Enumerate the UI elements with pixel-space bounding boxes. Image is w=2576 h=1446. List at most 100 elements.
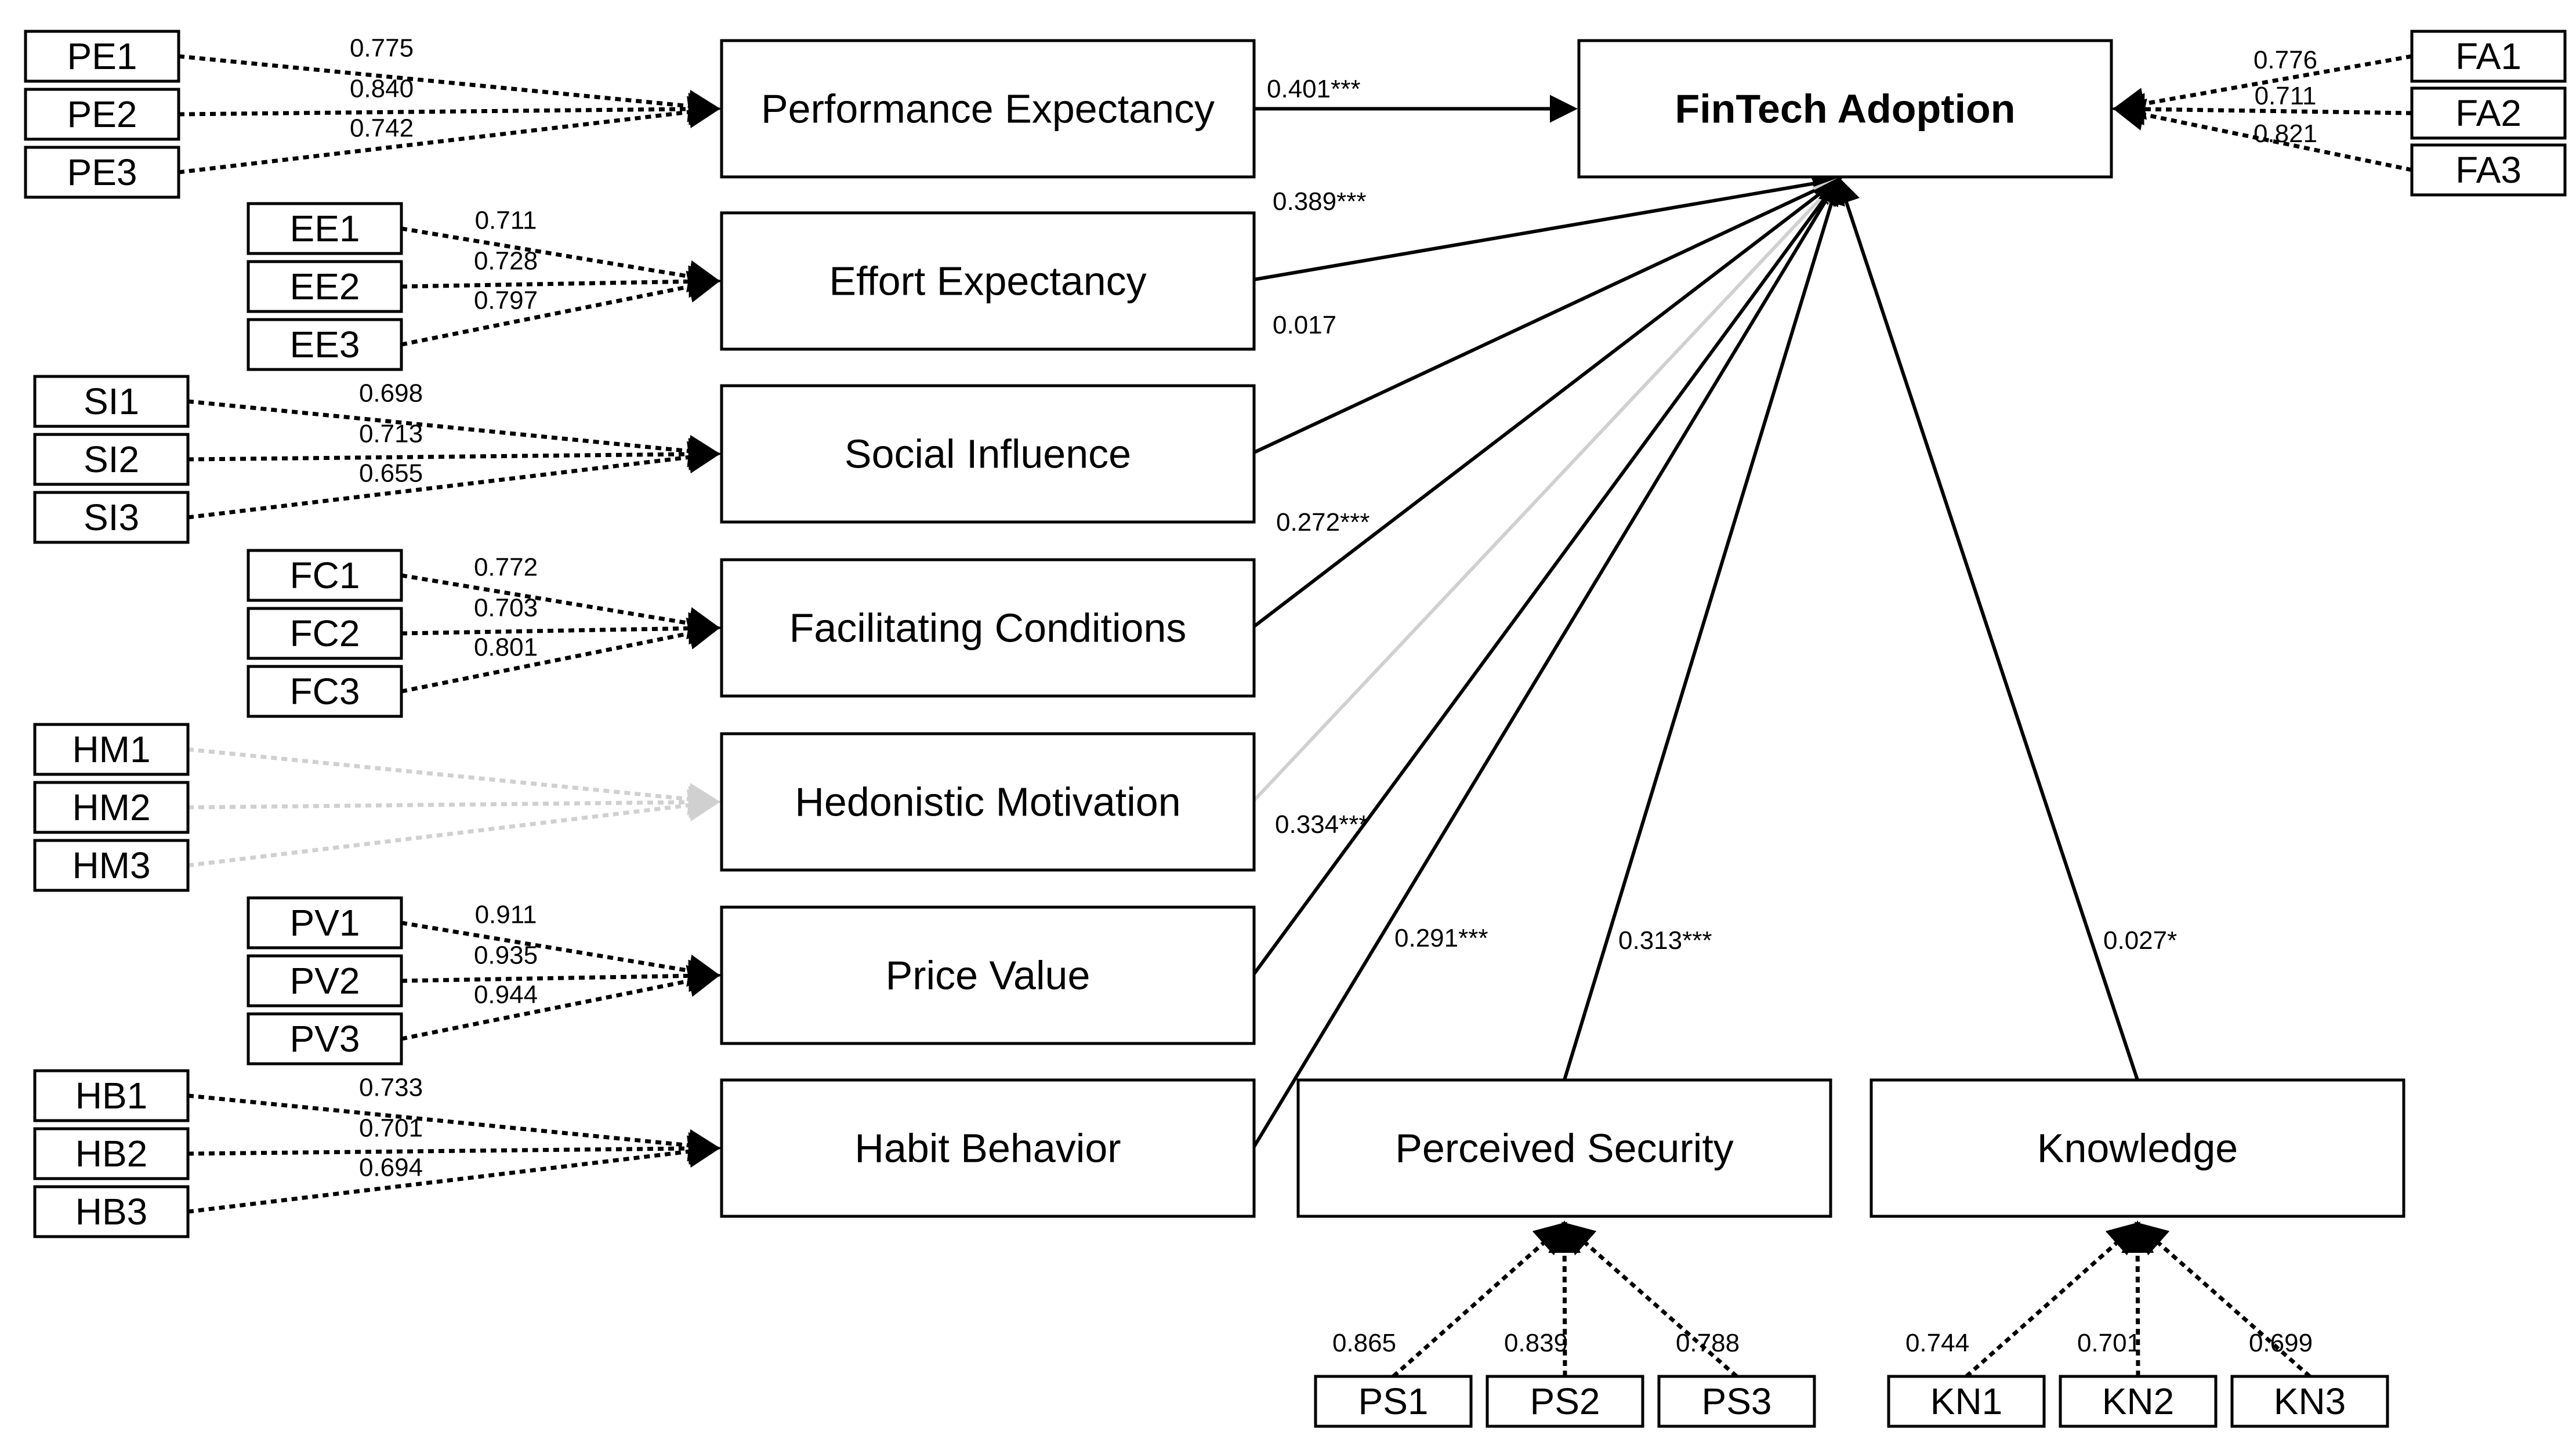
loading-ps1: 0.865: [1332, 1329, 1396, 1357]
indicator-si3: [33, 491, 190, 544]
path-coefficient-hb: 0.291***: [1394, 924, 1488, 952]
loading-fc3: 0.801: [474, 633, 538, 662]
indicator-fa2: [2410, 86, 2567, 140]
loading-kn2: 0.701: [2077, 1329, 2141, 1357]
indicator-hm3-label: HM3: [72, 845, 150, 886]
loading-pe2: 0.840: [350, 75, 414, 103]
indicator-hm1: [33, 723, 190, 776]
indicator-pe3: [24, 146, 180, 199]
loading-hb1: 0.733: [359, 1074, 423, 1102]
structural-path-fc: [1253, 177, 1842, 628]
indicator-pe1: [24, 30, 180, 83]
loading-path-fc1: [401, 573, 721, 640]
indicator-si3-label: SI3: [84, 497, 139, 538]
construct-fc-label: Facilitating Conditions: [789, 606, 1187, 651]
loading-ee2: 0.728: [474, 247, 538, 276]
loading-path-hb1: [187, 1093, 721, 1162]
structural-path-kn: [1833, 176, 2139, 1081]
loading-fa3: 0.821: [2253, 119, 2317, 148]
path-coefficient-pv: 0.334***: [1275, 810, 1368, 839]
loading-path-ps1: [1392, 1222, 1568, 1378]
indicator-ee2: [247, 260, 403, 313]
loading-path-pv3: [401, 965, 721, 1041]
loading-path-fc2: [401, 612, 721, 645]
indicator-fa2-label: FA2: [2455, 92, 2521, 134]
loading-kn3: 0.699: [2249, 1329, 2313, 1357]
structural-path-pv: [1252, 176, 1841, 975]
loading-fc2: 0.703: [474, 594, 538, 622]
construct-kn-label: Knowledge: [2037, 1126, 2238, 1171]
loading-ee1: 0.711: [475, 206, 537, 235]
indicator-ps2-label: PS2: [1530, 1380, 1600, 1422]
indicator-kn3-label: KN3: [2274, 1380, 2346, 1422]
construct-pv: [720, 905, 1256, 1045]
indicator-kn2: [2059, 1375, 2218, 1428]
loading-path-hb2: [187, 1132, 721, 1165]
indicator-hm2: [33, 781, 190, 834]
construct-pv-label: Price Value: [886, 953, 1090, 998]
loading-pe3: 0.742: [350, 114, 414, 143]
indicator-ee3: [247, 318, 403, 371]
construct-ee: [720, 211, 1256, 351]
indicator-si2: [33, 433, 190, 486]
loading-kn1: 0.744: [1905, 1329, 1969, 1357]
construct-si-label: Social Influence: [845, 432, 1131, 477]
indicator-pv1: [247, 896, 403, 949]
loading-path-pe3: [178, 96, 721, 175]
indicator-ee2-label: EE2: [290, 266, 360, 307]
indicator-pv2: [247, 954, 403, 1008]
loading-ee3: 0.797: [474, 287, 538, 315]
indicator-fc2: [247, 607, 403, 660]
loading-fa2: 0.711: [2255, 82, 2317, 110]
indicator-pv2-label: PV2: [290, 960, 360, 1002]
indicator-fc1: [247, 549, 403, 602]
loading-ps3: 0.788: [1676, 1329, 1740, 1357]
structural-path-si: [1253, 177, 1842, 454]
loading-fc1: 0.772: [474, 553, 538, 582]
indicator-ee1-label: EE1: [290, 208, 360, 249]
loading-si2: 0.713: [359, 420, 423, 448]
construct-hb: [720, 1078, 1256, 1218]
loading-path-hm1: [187, 747, 721, 816]
structural-path-ps: [1563, 176, 1845, 1081]
indicator-hb2-label: HB2: [75, 1133, 148, 1175]
loading-path-hm3: [187, 789, 721, 868]
indicator-fc3-label: FC3: [290, 671, 360, 712]
loading-pv2: 0.935: [474, 941, 538, 970]
indicator-kn1: [1887, 1375, 2046, 1428]
indicator-kn3: [2230, 1375, 2389, 1428]
indicator-hm2-label: HM2: [72, 787, 150, 828]
indicator-kn2-label: KN2: [2102, 1380, 2175, 1422]
structural-path-hb: [1252, 176, 1841, 1148]
loading-hb3: 0.694: [359, 1154, 423, 1182]
indicator-fc3: [247, 665, 403, 718]
loading-path-fc3: [401, 617, 721, 694]
loading-path-fa2: [2112, 93, 2412, 126]
construct-pe: [720, 39, 1256, 179]
loading-path-ee1: [401, 226, 721, 293]
indicator-ee3-label: EE3: [290, 324, 360, 365]
indicator-fa3-label: FA3: [2455, 149, 2521, 191]
path-coefficient-ps: 0.313***: [1618, 926, 1712, 955]
indicator-fa1-label: FA1: [2455, 35, 2521, 77]
path-coefficient-pe: 0.401***: [1267, 75, 1360, 103]
loading-path-fa1: [2112, 54, 2412, 120]
construct-ps: [1296, 1078, 1832, 1218]
indicator-fc1-label: FC1: [290, 555, 360, 596]
indicator-hm3: [33, 839, 190, 892]
indicator-ps1-label: PS1: [1358, 1380, 1429, 1422]
boxes-layer: [24, 30, 2567, 1428]
loading-path-ee2: [401, 265, 721, 298]
loading-path-si3: [187, 441, 721, 520]
indicator-hb1-label: HB1: [75, 1075, 148, 1117]
construct-hb-label: Habit Behavior: [854, 1126, 1121, 1171]
loading-si1: 0.698: [359, 379, 423, 408]
loading-path-hb3: [187, 1135, 721, 1214]
construct-pe-label: Performance Expectancy: [761, 86, 1215, 132]
loading-pv3: 0.944: [474, 981, 538, 1009]
indicator-pv1-label: PV1: [290, 902, 360, 944]
indicator-hb2: [33, 1127, 190, 1180]
construct-fintech-adoption-label: FinTech Adoption: [1675, 86, 2015, 132]
construct-ee-label: Effort Expectancy: [829, 259, 1146, 304]
